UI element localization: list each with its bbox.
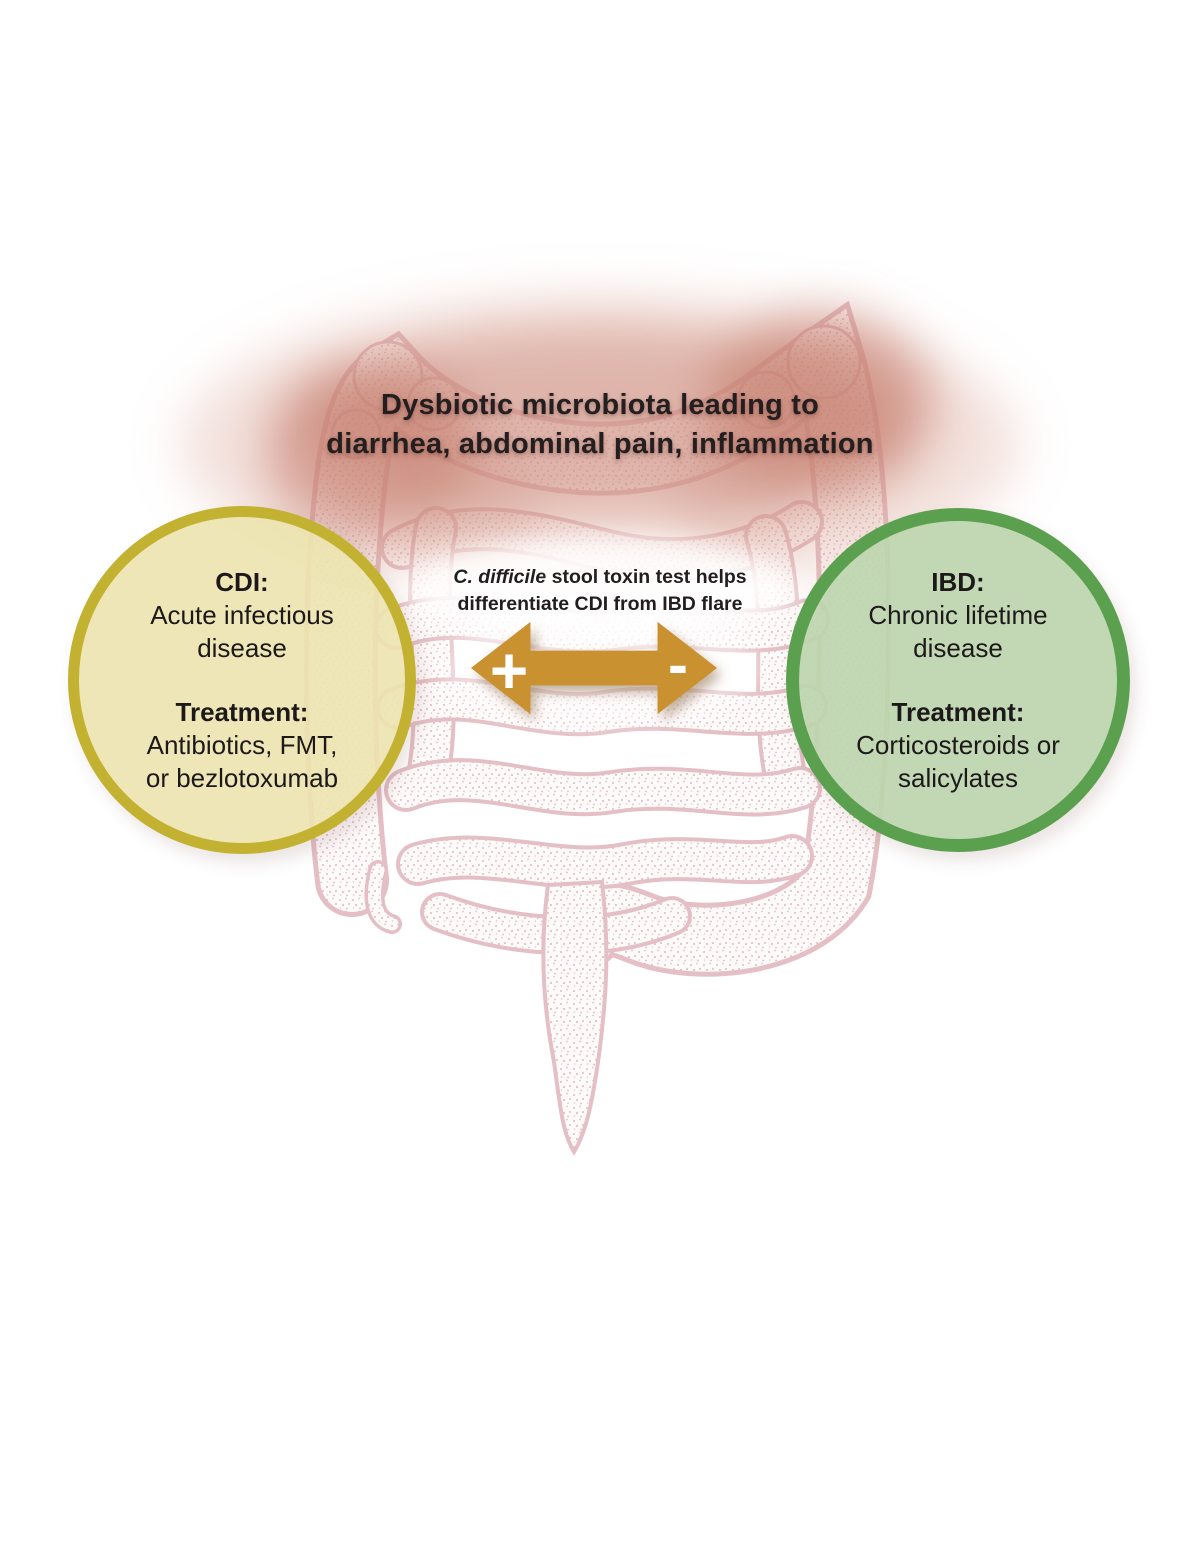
ibd-treatment-block: Treatment: Corticosteroids or salicylate… (856, 696, 1060, 795)
ibd-treatment-line-1: Corticosteroids or (856, 729, 1060, 760)
plus-icon: + (489, 633, 529, 707)
title-line-2: diarrhea, abdominal pain, inflammation (326, 428, 874, 460)
note-line-2: differentiate CDI from IBD flare (457, 593, 743, 615)
c-difficile-italic: C. difficile (453, 566, 547, 588)
ibd-treatment-line-2: salicylates (898, 762, 1018, 793)
ibd-line-2: disease (913, 632, 1003, 663)
inflammation-glow (180, 295, 1020, 595)
cdi-circle: CDI: Acute infectious disease Treatment:… (68, 506, 416, 854)
cdi-heading: CDI: (215, 566, 269, 597)
ibd-disease-block: IBD: Chronic lifetime disease (868, 566, 1047, 665)
toxin-test-note: C. difficile stool toxin test helps diff… (0, 564, 1200, 618)
double-arrow-shape (471, 621, 717, 715)
cdi-line-2: disease (197, 632, 287, 663)
title-line-1: Dysbiotic microbiota leading to (380, 389, 820, 421)
note-line-1-rest: stool toxin test helps (546, 566, 747, 588)
page-title: Dysbiotic microbiota leading to diarrhea… (0, 386, 1200, 464)
ibd-treatment-heading: Treatment: (891, 696, 1025, 727)
ibd-heading: IBD: (931, 566, 985, 597)
minus-icon: - (668, 631, 688, 698)
cdi-treatment-block: Treatment: Antibiotics, FMT, or bezlotox… (146, 696, 338, 795)
cdi-treatment-heading: Treatment: (175, 696, 309, 727)
ibd-circle: IBD: Chronic lifetime disease Treatment:… (786, 508, 1130, 852)
cdi-line-1: Acute infectious (150, 599, 334, 630)
ibd-line-1: Chronic lifetime (868, 599, 1048, 630)
note-line-1: C. difficile stool toxin test helps (0, 564, 1200, 591)
cdi-treatment-line-2: or bezlotoxumab (145, 762, 339, 793)
cdi-treatment-line-1: Antibiotics, FMT, (146, 729, 338, 760)
double-arrow-icon (471, 621, 717, 715)
cdi-disease-block: CDI: Acute infectious disease (150, 566, 334, 665)
